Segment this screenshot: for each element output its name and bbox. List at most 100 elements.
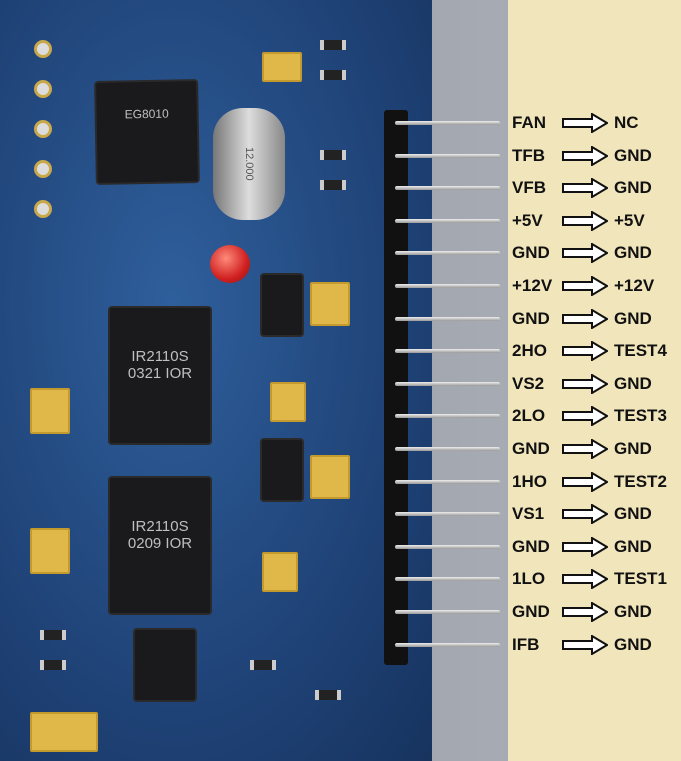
capacitor: [262, 52, 302, 82]
pin-connection: TEST2: [614, 471, 667, 491]
capacitor: [310, 282, 350, 326]
smd-resistor: [320, 40, 346, 50]
right-arrow-icon: [562, 308, 608, 329]
pin-mapping-row: +12V +12V: [512, 274, 654, 298]
pin-mapping-row: VS1 GND: [512, 502, 652, 526]
pin-name: GND: [512, 439, 550, 458]
right-arrow-icon: [562, 113, 608, 133]
pin-name: GND: [512, 536, 550, 556]
pin-name: TFB: [512, 145, 546, 165]
header-pin: [395, 251, 500, 256]
pin-name: 2HO: [512, 341, 547, 361]
pin-connection: TEST1: [614, 569, 667, 589]
capacitor: [270, 382, 306, 422]
chip-label: IR2110S: [131, 348, 189, 365]
right-arrow-icon: [562, 536, 608, 557]
pin-connection: +5V: [614, 210, 645, 230]
header-hole: [34, 200, 52, 218]
pin-header: [384, 110, 408, 665]
smd-resistor: [40, 630, 66, 640]
pin-mapping-row: VS2 GND: [512, 372, 652, 396]
header-pin: [395, 153, 500, 158]
chip-label: 0209 IOR: [127, 535, 193, 552]
pin-connection: TEST4: [614, 341, 667, 361]
pin-mapping-row: GND GND: [512, 307, 652, 331]
pin-connection: GND: [614, 243, 652, 263]
header-pin: [395, 577, 500, 582]
smd-resistor: [315, 690, 341, 700]
capacitor: [30, 528, 70, 574]
header-pin: [395, 544, 500, 549]
right-arrow-icon: [562, 504, 608, 525]
pin-name: VS1: [512, 504, 545, 524]
pin-mapping-row: 2HO TEST4: [512, 339, 667, 363]
capacitor: [310, 455, 350, 499]
right-arrow-icon: [562, 602, 608, 622]
pin-mapping-row: 1LO TEST1: [512, 567, 667, 591]
pin-mapping-row: 2LO TEST3: [512, 404, 667, 428]
right-arrow-icon: [562, 210, 608, 231]
header-pin: [395, 642, 500, 647]
pin-mapping-row: FAN NC: [512, 111, 639, 135]
pin-mapping-row: IFB GND: [512, 633, 652, 657]
pin-name: +12V: [512, 276, 553, 295]
chip-label: IR2110S: [131, 518, 189, 535]
pin-name: GND: [512, 602, 550, 621]
pin-name: VFB: [512, 178, 546, 198]
pin-mapping-row: GND GND: [512, 535, 652, 559]
pin-mapping-row: VFB GND: [512, 176, 652, 200]
chip-label: EG8010: [124, 106, 169, 122]
right-arrow-icon: [562, 634, 608, 655]
header-hole: [34, 80, 52, 98]
smd-resistor: [320, 70, 346, 80]
right-arrow-icon: [562, 276, 608, 296]
crystal-label: 12.000: [243, 147, 255, 181]
pin-name: 1HO: [512, 471, 547, 491]
right-arrow-icon: [562, 471, 608, 492]
red-led: [210, 245, 250, 283]
pin-connection: GND: [614, 178, 652, 198]
smd-resistor: [320, 180, 346, 190]
pin-name: GND: [512, 243, 550, 263]
right-arrow-icon: [562, 341, 608, 362]
pin-connection: GND: [614, 634, 652, 654]
smd-resistor: [320, 150, 346, 160]
pin-connection: GND: [614, 504, 652, 524]
header-pin: [395, 316, 500, 321]
header-pin: [395, 186, 500, 191]
pin-name: FAN: [512, 113, 546, 132]
header-pin: [395, 447, 500, 451]
header-pin: [395, 284, 500, 288]
pin-connection: GND: [614, 145, 652, 165]
pin-connection: GND: [614, 308, 652, 328]
header-hole: [34, 120, 52, 138]
header-pin: [395, 414, 500, 419]
pin-connection: GND: [614, 373, 652, 393]
chip-label: 0321 IOR: [127, 365, 193, 382]
header-hole: [34, 40, 52, 58]
header-pin: [395, 479, 500, 484]
header-pin: [395, 121, 500, 125]
header-pin: [395, 610, 500, 614]
pin-connection: GND: [614, 439, 652, 458]
crystal: 12.000: [213, 108, 285, 220]
pin-connection: TEST3: [614, 406, 667, 426]
header-pin: [395, 381, 500, 386]
pin-name: IFB: [512, 634, 540, 654]
pin-mapping-row: TFB GND: [512, 144, 652, 168]
capacitor: [30, 388, 70, 434]
pin-name: 2LO: [512, 406, 546, 426]
diode-d3: [262, 440, 302, 500]
capacitor: [30, 712, 98, 752]
pin-name: +5V: [512, 210, 543, 230]
pin-mapping-row: +5V +5V: [512, 209, 645, 233]
pin-mapping-row: GND GND: [512, 241, 652, 265]
diode-d2: [262, 275, 302, 335]
pin-name: VS2: [512, 373, 545, 393]
pin-name: 1LO: [512, 569, 546, 589]
right-arrow-icon: [562, 178, 608, 199]
pin-mapping-row: GND GND: [512, 600, 652, 624]
header-pin: [395, 349, 500, 354]
